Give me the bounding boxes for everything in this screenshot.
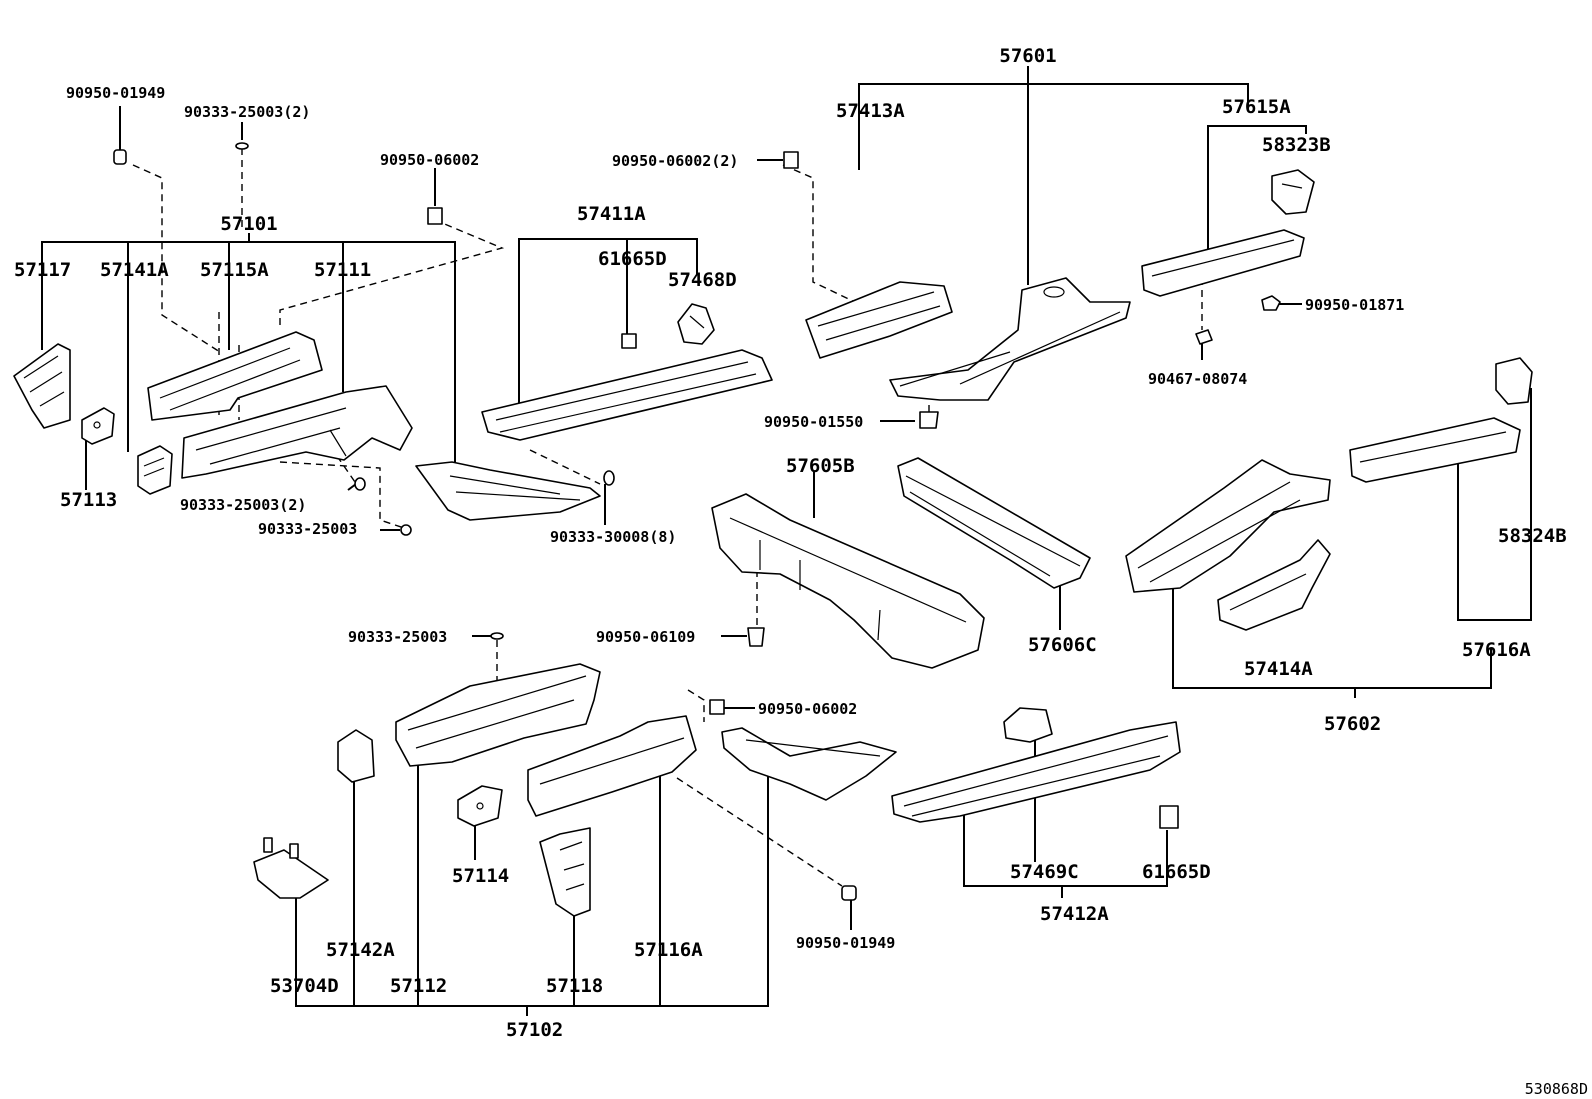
label-57101: 57101 [220, 213, 277, 235]
label-57411A: 57411A [577, 203, 646, 225]
plug-90950-01949-top-shape [113, 149, 127, 165]
label-61665D-top: 61665D [598, 248, 667, 270]
label-90950-06109: 90950-06109 [596, 628, 695, 646]
diagram-code: 530868D [1525, 1080, 1588, 1098]
part-57114-shape [457, 785, 503, 827]
part-57601-shape [889, 277, 1131, 401]
part-57116A-shape [527, 715, 697, 817]
part-57615A-shape [1141, 229, 1305, 297]
part-57112-shape [395, 663, 601, 767]
bolt-90333-30008-shape [603, 470, 615, 486]
bolt-90333-25003-mid-shape [400, 524, 412, 536]
part-57602-shape [1125, 459, 1331, 593]
plug-90950-01949-low-shape [841, 885, 857, 901]
label-90333-25003-2-top: 90333-25003(2) [184, 103, 310, 121]
label-57113: 57113 [60, 489, 117, 511]
part-57117-shape [13, 343, 71, 429]
part-53704D-shape [253, 837, 329, 899]
part-57113-shape [81, 407, 115, 445]
part-57111-shape [181, 385, 413, 479]
label-57468D: 57468D [668, 269, 737, 291]
label-57111: 57111 [314, 259, 371, 281]
part-58323B-shape [1271, 169, 1315, 215]
bolt-90467-08074-shape [1195, 329, 1213, 345]
label-57117: 57117 [14, 259, 71, 281]
label-61665D-low: 61665D [1142, 861, 1211, 883]
plug-90950-06002-low-shape [709, 699, 725, 715]
bolt-90333-25003-2-mid-shape [354, 477, 366, 491]
label-58324B: 58324B [1498, 525, 1567, 547]
plug-90950-01550-shape [919, 411, 939, 429]
label-57414A: 57414A [1244, 658, 1313, 680]
label-90467-08074: 90467-08074 [1148, 370, 1247, 388]
label-58323B: 58323B [1262, 134, 1331, 156]
label-57615A: 57615A [1222, 96, 1291, 118]
plug-90950-06109-shape [747, 627, 765, 647]
label-57118: 57118 [546, 975, 603, 997]
plug-90950-06002-2-shape [783, 151, 799, 169]
label-90950-01550: 90950-01550 [764, 413, 863, 431]
label-90333-25003-low: 90333-25003 [348, 628, 447, 646]
label-57616A: 57616A [1462, 639, 1531, 661]
label-90950-06002-low: 90950-06002 [758, 700, 857, 718]
label-57412A: 57412A [1040, 903, 1109, 925]
part-57115A-shape [147, 331, 323, 421]
label-53704D: 53704D [270, 975, 339, 997]
part-57102-right-shape [721, 727, 897, 801]
part-57141A-shape [137, 445, 173, 495]
label-90950-06002-2: 90950-06002(2) [612, 152, 738, 170]
part-57142A-shape [337, 729, 375, 783]
plug-90950-06002-shape [427, 207, 443, 225]
label-57602: 57602 [1324, 713, 1381, 735]
part-57606C-shape [897, 457, 1091, 589]
bolt-90333-25003-top-shape [235, 142, 249, 150]
label-57112: 57112 [390, 975, 447, 997]
bolt-90333-25003-low-shape [490, 632, 504, 640]
part-57118-shape [539, 827, 591, 917]
part-57616A-shape [1349, 417, 1521, 483]
part-57413A-shape [805, 281, 953, 359]
label-57102: 57102 [506, 1019, 563, 1041]
part-57469C-shape [1003, 707, 1053, 743]
part-58324B-shape [1495, 357, 1533, 405]
label-90950-06002: 90950-06002 [380, 151, 479, 169]
label-57141A: 57141A [100, 259, 169, 281]
label-90950-01949-low: 90950-01949 [796, 934, 895, 952]
label-57606C: 57606C [1028, 634, 1097, 656]
label-57114: 57114 [452, 865, 509, 887]
part-57414A-shape [1217, 539, 1331, 631]
part-61665D-low-shape [1159, 805, 1179, 829]
part-57412A-shape [891, 721, 1181, 823]
label-90950-01949-top: 90950-01949 [66, 84, 165, 102]
leader-lines [41, 66, 1532, 1016]
label-57116A: 57116A [634, 939, 703, 961]
label-57605B: 57605B [786, 455, 855, 477]
part-57605B-shape [711, 493, 985, 669]
part-floor-left-shape [415, 461, 601, 521]
nut-90950-01871-shape [1261, 295, 1281, 311]
label-90950-01871: 90950-01871 [1305, 296, 1404, 314]
label-90333-30008-8: 90333-30008(8) [550, 528, 676, 546]
part-61665D-top-shape [621, 333, 637, 349]
label-57469C: 57469C [1010, 861, 1079, 883]
part-shapes [13, 142, 1533, 917]
part-57468D-shape [677, 303, 715, 345]
label-57142A: 57142A [326, 939, 395, 961]
label-57413A: 57413A [836, 100, 905, 122]
part-labels: 57601 57413A 57615A 58323B 90950-01949 9… [14, 45, 1588, 1098]
label-90333-25003-mid: 90333-25003 [258, 520, 357, 538]
label-57115A: 57115A [200, 259, 269, 281]
label-90333-25003-2-mid: 90333-25003(2) [180, 496, 306, 514]
label-57601: 57601 [999, 45, 1056, 67]
part-57411A-shape [481, 349, 773, 441]
